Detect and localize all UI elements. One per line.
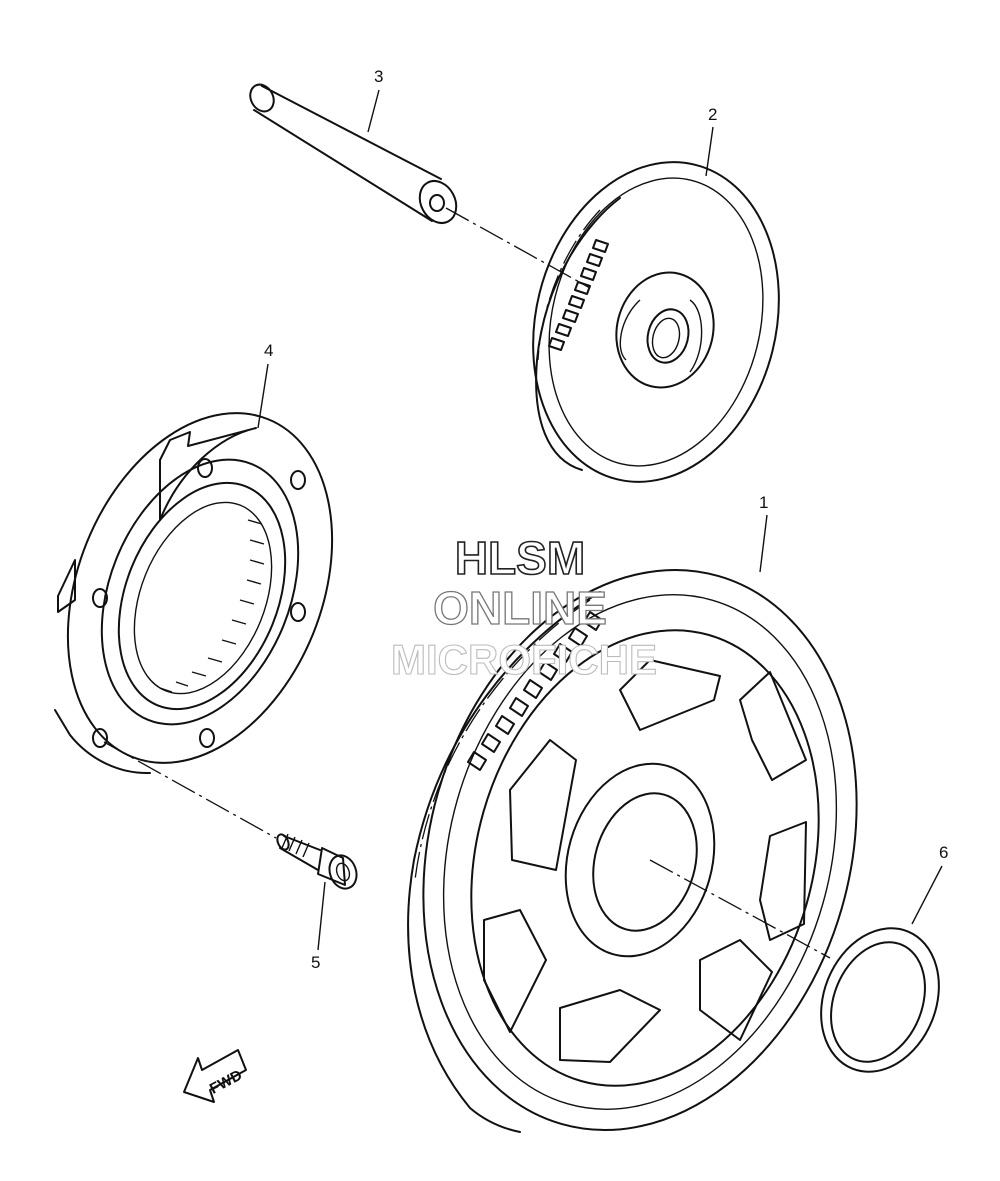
part-1-starter-wheel-gear[interactable] [360, 518, 921, 1181]
callout-2: 2 [705, 105, 717, 177]
axis-line-bolt [103, 741, 277, 839]
callout-label-4: 4 [264, 341, 273, 360]
axis-line-shaft [445, 207, 591, 289]
callout-1: 1 [759, 493, 768, 573]
part-5-bolt[interactable] [275, 833, 361, 893]
callout-4: 4 [257, 341, 273, 429]
part-2-idle-gear[interactable] [500, 136, 811, 508]
watermark: HLSM ONLINE MICROFICHE [390, 531, 657, 683]
watermark-line-3: MICROFICHE [391, 636, 657, 683]
callout-6: 6 [911, 843, 948, 925]
axis-line-gear-center [649, 859, 831, 959]
fwd-label: FWD [207, 1067, 245, 1098]
callout-label-2: 2 [708, 105, 717, 124]
callout-label-5: 5 [311, 953, 320, 972]
watermark-line-1: HLSM [455, 532, 585, 584]
part-3-shaft[interactable] [246, 80, 464, 229]
callout-3: 3 [367, 67, 383, 133]
callout-label-3: 3 [374, 67, 383, 86]
watermark-line-2: ONLINE [433, 582, 607, 634]
fwd-arrow-icon: FWD [183, 1049, 247, 1103]
callout-label-6: 6 [939, 843, 948, 862]
callout-5: 5 [311, 881, 326, 972]
part-6-washer[interactable] [800, 910, 959, 1089]
callout-label-1: 1 [759, 493, 768, 512]
part-4-starter-clutch[interactable] [19, 374, 382, 803]
